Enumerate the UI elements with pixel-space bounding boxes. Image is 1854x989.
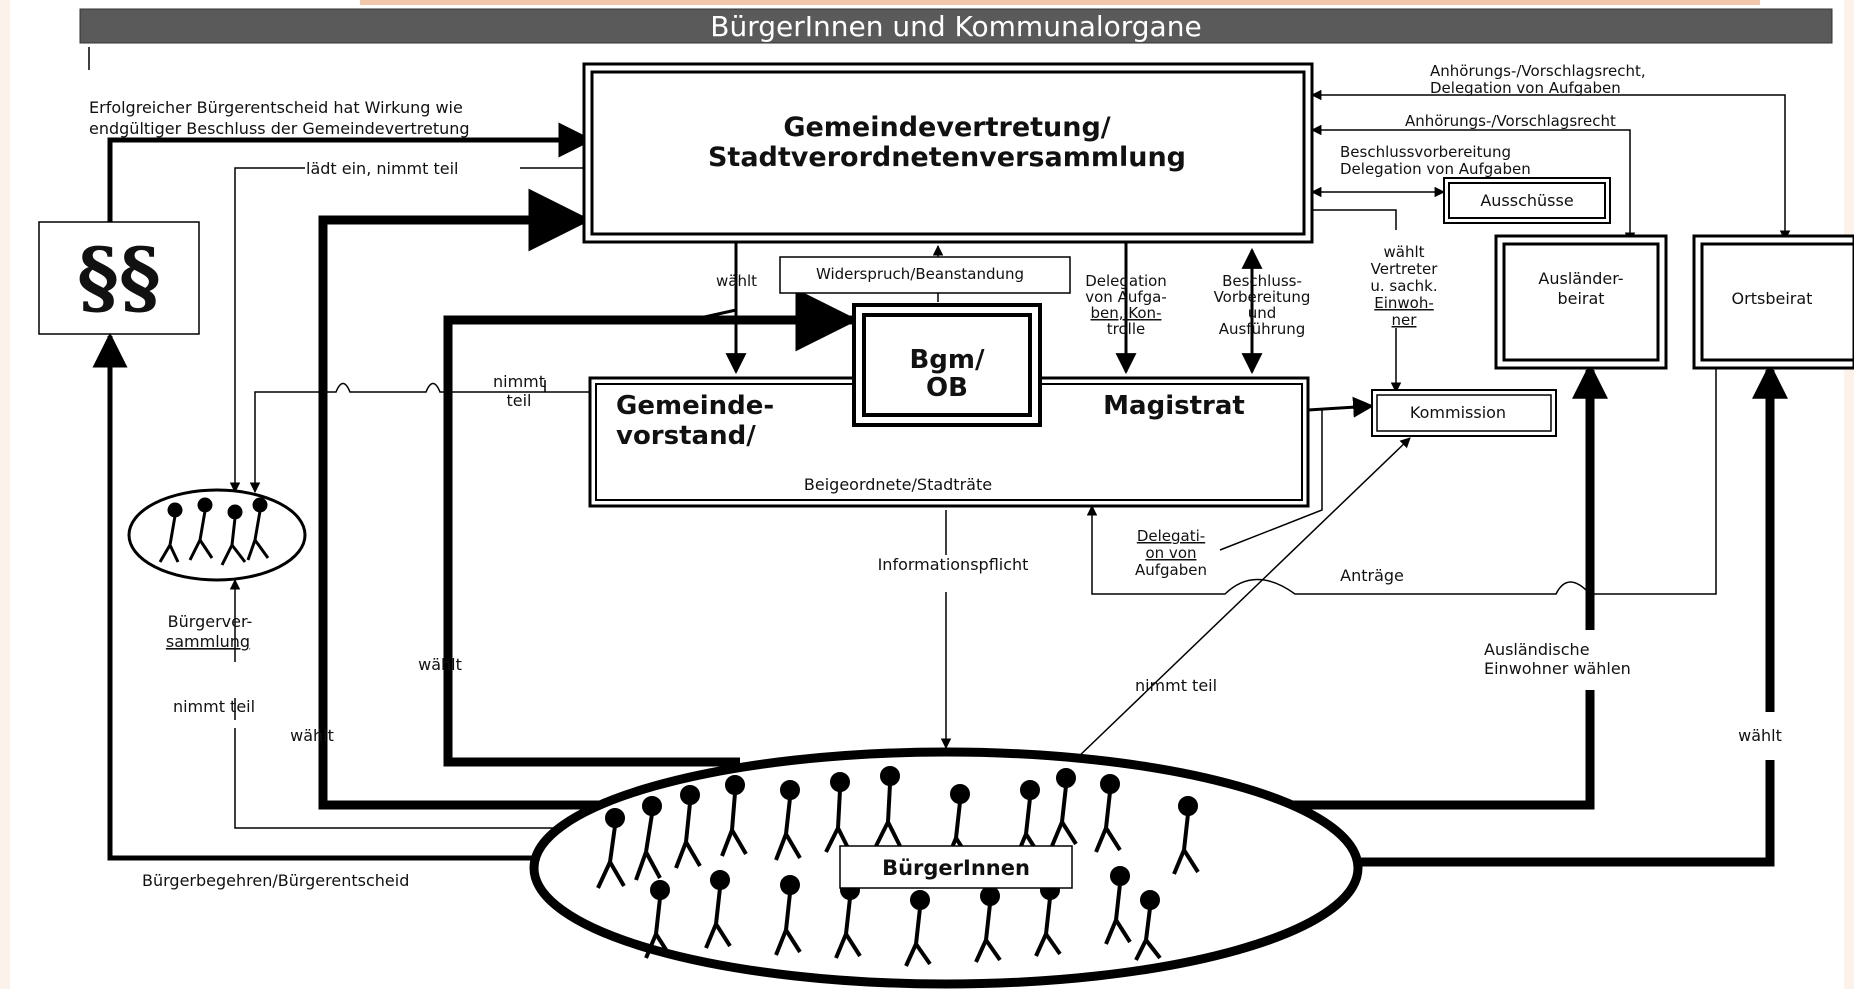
crowd-figures [596, 766, 1200, 967]
label-nimmt-teil-bv: nimmt teil [173, 697, 255, 716]
label-waehlt-magistrat: wählt [418, 655, 462, 674]
label-waehlt-ortsbeirat: wählt [1738, 726, 1782, 745]
node-ortsbeirat: Ortsbeirat [1692, 234, 1854, 370]
bgm-line2: OB [926, 373, 968, 403]
auslaenderbeirat-line2: beirat [1557, 289, 1604, 308]
label-waehlt-vertreter-3: u. sachk. [1370, 277, 1437, 295]
label-waehlt-vorstand: wählt [716, 272, 757, 290]
node-paragraph: §§ [38, 221, 200, 335]
label-waehlt-vertreter-2: Vertreter [1371, 260, 1439, 278]
gv-title-line2: Stadtverordnetenversammlung [708, 142, 1186, 173]
label-anhoerung-delegation-2: Delegation von Aufgaben [1430, 79, 1621, 97]
buergerinnen-label: BürgerInnen [882, 856, 1030, 880]
label-delegation-aufgaben-3: Aufgaben [1135, 561, 1207, 579]
label-anhoerung-delegation-1: Anhörungs-/Vorschlagsrecht, [1430, 62, 1646, 80]
edge-labels: Erfolgreicher Bürgerentscheid hat Wirkun… [89, 62, 1782, 890]
crowd-figures-small [158, 497, 270, 566]
vorstand-line2: vorstand/ [616, 421, 756, 451]
node-buergerversammlung-crowd [127, 488, 307, 582]
page-title: BürgerInnen und Kommunalorgane [710, 10, 1201, 43]
widerspruch-label: Widerspruch/Beanstandung [816, 265, 1024, 283]
label-informationspflicht: Informationspflicht [878, 555, 1029, 574]
label-nimmt-teil-top-1: nimmt [493, 372, 545, 391]
label-antraege: Anträge [1340, 566, 1404, 585]
label-nimmt-teil-kommission: nimmt teil [1135, 676, 1217, 695]
node-gemeindevertretung: Gemeindevertretung/ Stadtverordnetenvers… [582, 62, 1314, 244]
label-delegation-kontrolle-2: von Aufga- [1085, 288, 1167, 306]
label-delegation-kontrolle-1: Delegation [1085, 272, 1167, 290]
label-laedt-ein: lädt ein, nimmt teil [306, 159, 459, 178]
label-anhoerung: Anhörungs-/Vorschlagsrecht [1405, 112, 1616, 130]
title-bar: BürgerInnen und Kommunalorgane [79, 8, 1833, 44]
label-beschluss-ausfuehrung-3: und [1248, 304, 1277, 322]
label-waehlt-vertreter-1: wählt [1383, 243, 1424, 261]
label-buergerversammlung-2: sammlung [166, 632, 250, 651]
label-delegation-aufgaben-1: Delegati- [1137, 527, 1205, 545]
node-ausschuesse: Ausschüsse [1443, 177, 1611, 224]
label-delegation-aufgaben-2: on von [1145, 544, 1196, 562]
top-accent [360, 0, 1760, 5]
label-beschlussvorbereitung-1: Beschlussvorbereitung [1340, 143, 1511, 161]
label-auslaendische-1: Ausländische [1484, 640, 1590, 659]
label-nimmt-teil-top-2: teil [506, 391, 531, 410]
ortsbeirat-label: Ortsbeirat [1732, 289, 1813, 308]
label-buergerbegehren: Bürgerbegehren/Bürgerentscheid [142, 871, 409, 890]
label-waehlt-gv: wählt [290, 726, 334, 745]
kommission-label: Kommission [1410, 403, 1506, 422]
label-buergerversammlung-1: Bürgerver- [168, 612, 253, 631]
node-widerspruch: Widerspruch/Beanstandung [779, 256, 1071, 294]
beigeordnete-label: Beigeordnete/Stadträte [804, 475, 992, 494]
node-bgm: Bgm/ OB [852, 303, 1042, 427]
label-auslaendische-2: Einwohner wählen [1484, 659, 1631, 678]
node-auslaenderbeirat: Ausländer- beirat [1494, 234, 1668, 370]
label-beschlussvorbereitung-2: Delegation von Aufgaben [1340, 160, 1531, 178]
label-buergerentscheid-1: Erfolgreicher Bürgerentscheid hat Wirkun… [89, 98, 463, 117]
label-waehlt-vertreter-5: ner [1392, 311, 1418, 329]
bgm-line1: Bgm/ [909, 345, 985, 375]
gv-title-line1: Gemeindevertretung/ [783, 112, 1110, 143]
label-beschluss-ausfuehrung-1: Beschluss- [1222, 272, 1302, 290]
label-beschluss-ausfuehrung-2: Vorbereitung [1214, 288, 1311, 306]
auslaenderbeirat-line1: Ausländer- [1538, 269, 1623, 288]
connector-lines [92, 89, 1791, 867]
magistrat-label: Magistrat [1103, 391, 1245, 421]
node-kommission: Kommission [1371, 389, 1557, 437]
label-delegation-kontrolle-3: ben, Kon- [1091, 304, 1162, 322]
label-waehlt-vertreter-4: Einwoh- [1374, 294, 1434, 312]
node-buergerinnen: BürgerInnen [529, 747, 1363, 989]
paragraph-symbol: §§ [77, 230, 161, 324]
label-delegation-kontrolle-4: trolle [1107, 320, 1145, 338]
ausschuesse-label: Ausschüsse [1480, 191, 1573, 210]
vorstand-line1: Gemeinde- [616, 391, 774, 421]
label-buergerentscheid-2: endgültiger Beschluss der Gemeindevertre… [89, 119, 470, 138]
label-beschluss-ausfuehrung-4: Ausführung [1219, 320, 1306, 338]
